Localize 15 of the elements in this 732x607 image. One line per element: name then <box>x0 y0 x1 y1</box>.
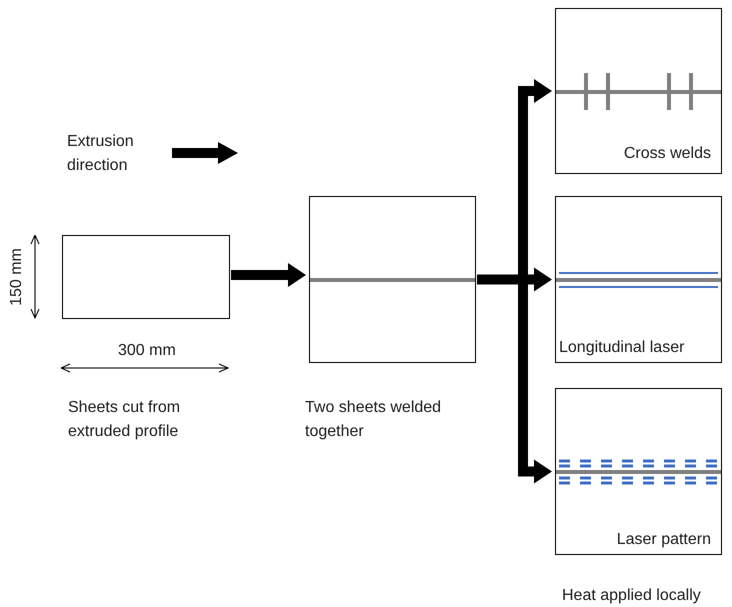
step-caption: Sheets cut from extruded profile <box>68 398 182 442</box>
box-caption: Longitudinal laser <box>559 338 684 358</box>
dimension-label: 300 mm <box>118 341 177 361</box>
dimension-label: 150 mm <box>7 247 26 308</box>
longitudinal-laser-box <box>555 196 722 363</box>
welded-sheet-box <box>309 196 476 363</box>
direction-label: Extrusion direction <box>67 132 135 176</box>
step-caption: Two sheets welded together <box>305 398 442 442</box>
sheet-box <box>62 235 230 319</box>
laser-pattern-box <box>555 388 722 555</box>
cross-weld-box <box>555 8 722 174</box>
note: Heat applied locally <box>562 586 702 606</box>
box-caption: Laser pattern <box>616 530 711 550</box>
arrow <box>231 263 306 287</box>
box-caption: Cross welds <box>624 144 711 164</box>
